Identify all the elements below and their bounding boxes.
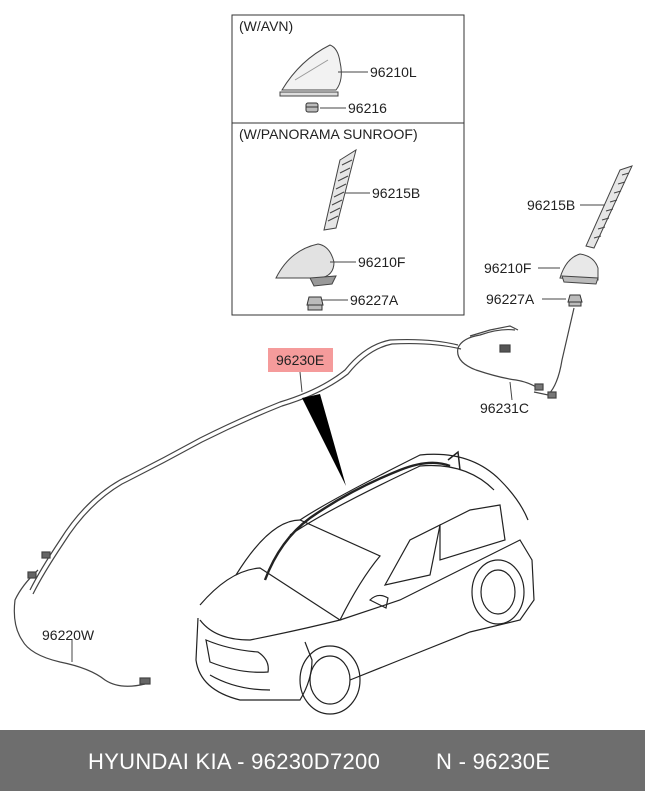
pointer-arrow-icon [302,394,346,486]
footer-part-number: HYUNDAI KIA - 96230D7200 [88,749,381,774]
antenna-rod-96215B-icon [585,165,633,249]
leader-96230E [299,371,303,393]
leader-96231C [509,381,513,401]
label-96230E: 96230E [276,352,325,368]
antenna-rod-96215B-box-icon [323,148,357,231]
header-w-avn: (W/AVN) [239,18,294,34]
cable-96231C [457,307,575,399]
suv-car-illustration [195,450,535,715]
label-96215B: 96215B [527,197,576,213]
label-96220W: 96220W [42,627,95,643]
nut-96216-icon [305,102,319,113]
label-96215B-box: 96215B [372,185,421,201]
shark-fin-antenna-96210L-icon [279,44,342,97]
footer-oem-number: N - 96230E [436,749,551,774]
label-96216: 96216 [348,100,387,116]
grommet-96227A-icon [567,294,583,307]
label-96227A: 96227A [486,291,535,307]
parts-diagram [13,14,633,715]
label-96231C: 96231C [480,400,530,416]
footer-bar: HYUNDAI KIA - 96230D7200 N - 96230E [0,730,645,791]
highlight-96230E [268,348,333,372]
antenna-base-96210F-box-icon [275,243,337,287]
grommet-96227A-box-icon [306,296,324,311]
header-w-panorama-sunroof: (W/PANORAMA SUNROOF) [239,126,418,142]
label-96227A-box: 96227A [350,292,399,308]
label-96210L: 96210L [370,64,417,80]
antenna-base-96210F-icon [559,253,599,285]
cable-96220W [13,551,151,687]
label-96210F-box: 96210F [358,254,406,270]
label-96210F: 96210F [484,260,532,276]
inset-box-sunroof [231,122,465,316]
cable-96230E [29,338,462,595]
